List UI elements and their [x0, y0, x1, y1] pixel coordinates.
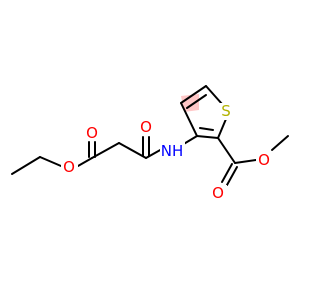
bond-c2-cester2: [217, 137, 236, 164]
bond-ch2-camide: [118, 142, 147, 159]
bond-c4-c5: [180, 85, 207, 104]
bond-camide-n: [145, 148, 163, 159]
atom-o-amide-carbonyl: O: [140, 118, 152, 136]
atom-o-methyl-ester-carbonyl: O: [212, 184, 224, 202]
atom-s-ring: S: [221, 102, 231, 120]
atom-o-ester-single: O: [63, 158, 75, 176]
bond-ch2-o: [39, 156, 62, 167]
bond-c2-c3-inner: [199, 127, 214, 131]
bond-cester2-o-double-b: [226, 166, 238, 186]
atom-n-amide: NH: [161, 142, 184, 160]
atom-o-methyl-ester-single: O: [258, 151, 270, 169]
bond-c5-c5-inner: [186, 94, 207, 109]
bond-o-cester: [77, 157, 93, 167]
bond-c2-c3: [196, 135, 219, 139]
atom-o-ester-carbonyl: O: [86, 124, 98, 142]
ring-highlight: [181, 94, 199, 112]
bond-cester2-o-double-a: [221, 163, 233, 183]
bond-c3-c4: [180, 102, 198, 137]
bond-cester-ch2: [91, 142, 120, 159]
bond-ch3-ch2: [11, 156, 41, 175]
bond-s-c2: [217, 118, 227, 139]
bond-c5-s: [205, 85, 223, 105]
bond-cester2-o: [234, 159, 257, 164]
molecule-structure: O O O NH S O O: [11, 85, 289, 202]
bond-o-ch3: [271, 135, 289, 151]
